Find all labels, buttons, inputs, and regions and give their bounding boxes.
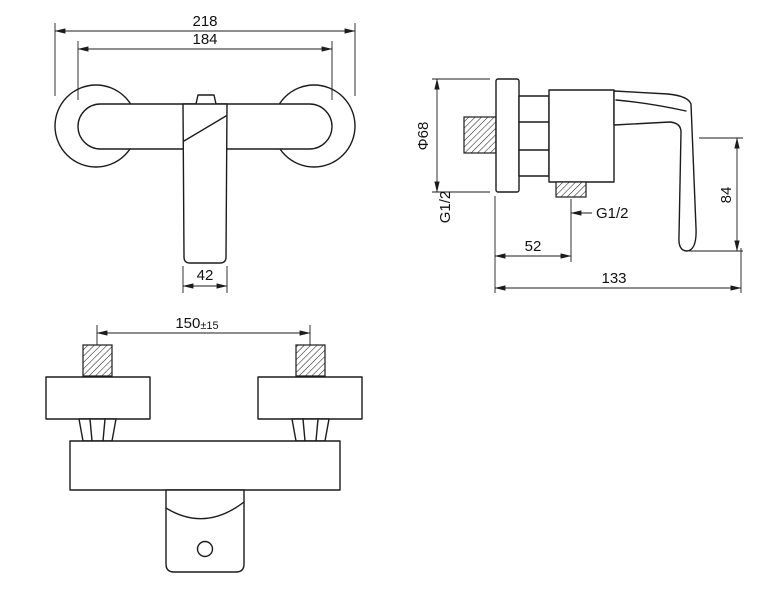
wall-flange-side bbox=[495, 78, 520, 193]
nut-left-facet-1 bbox=[89, 418, 93, 442]
dim-handle-height-label: 84 bbox=[718, 187, 735, 204]
nut-left-facet-2 bbox=[102, 418, 106, 442]
nut-right-facet-1 bbox=[302, 418, 306, 442]
dim-spout-width-label: 42 bbox=[197, 267, 214, 284]
handle-seam-line bbox=[615, 99, 687, 112]
escutcheon-plate-right bbox=[257, 376, 363, 420]
front-view: 218 184 42 bbox=[54, 13, 356, 293]
mounting-nut-left bbox=[78, 418, 117, 442]
faucet-body-bottom bbox=[69, 440, 341, 491]
outlet-thread-label: G1/2 bbox=[596, 205, 629, 222]
inlet-thread-label: G1/2 bbox=[437, 191, 454, 224]
spout-bottom-view bbox=[165, 489, 245, 573]
handle-lever-side bbox=[613, 90, 697, 252]
mounting-distance-value: 150 bbox=[175, 315, 200, 332]
dim-body-width-label: 184 bbox=[192, 31, 217, 48]
spout-curve-line bbox=[165, 501, 245, 520]
handle-blade-front bbox=[182, 103, 228, 264]
mounting-stud-right-hatch bbox=[295, 344, 326, 377]
nut-right-facet-2 bbox=[315, 418, 319, 442]
escutcheon-plate-left bbox=[45, 376, 151, 420]
dim-mounting-distance-label: 150±15 bbox=[175, 315, 218, 332]
aerator-circle bbox=[196, 540, 214, 558]
mounting-stud-left-hatch bbox=[82, 344, 113, 377]
dim-flange-diameter-label: Φ68 bbox=[415, 122, 432, 151]
side-view: Φ68 G1/2 G1/2 52 133 84 bbox=[415, 78, 743, 293]
mounting-tolerance-value: ±15 bbox=[200, 320, 218, 332]
valve-body-side bbox=[548, 89, 615, 183]
handle-lever-edge-line bbox=[183, 115, 227, 142]
hex-nut-side bbox=[518, 95, 550, 177]
dim-overall-depth-label: 133 bbox=[601, 270, 626, 287]
bottom-view: 150±15 bbox=[45, 315, 363, 573]
dim-outlet-offset-label: 52 bbox=[525, 238, 542, 255]
dim-overall-width-label: 218 bbox=[192, 13, 217, 30]
outlet-thread-hatch bbox=[555, 181, 587, 198]
inlet-thread-hatch bbox=[463, 116, 497, 154]
lever-tip bbox=[195, 94, 217, 105]
mounting-nut-right bbox=[291, 418, 330, 442]
